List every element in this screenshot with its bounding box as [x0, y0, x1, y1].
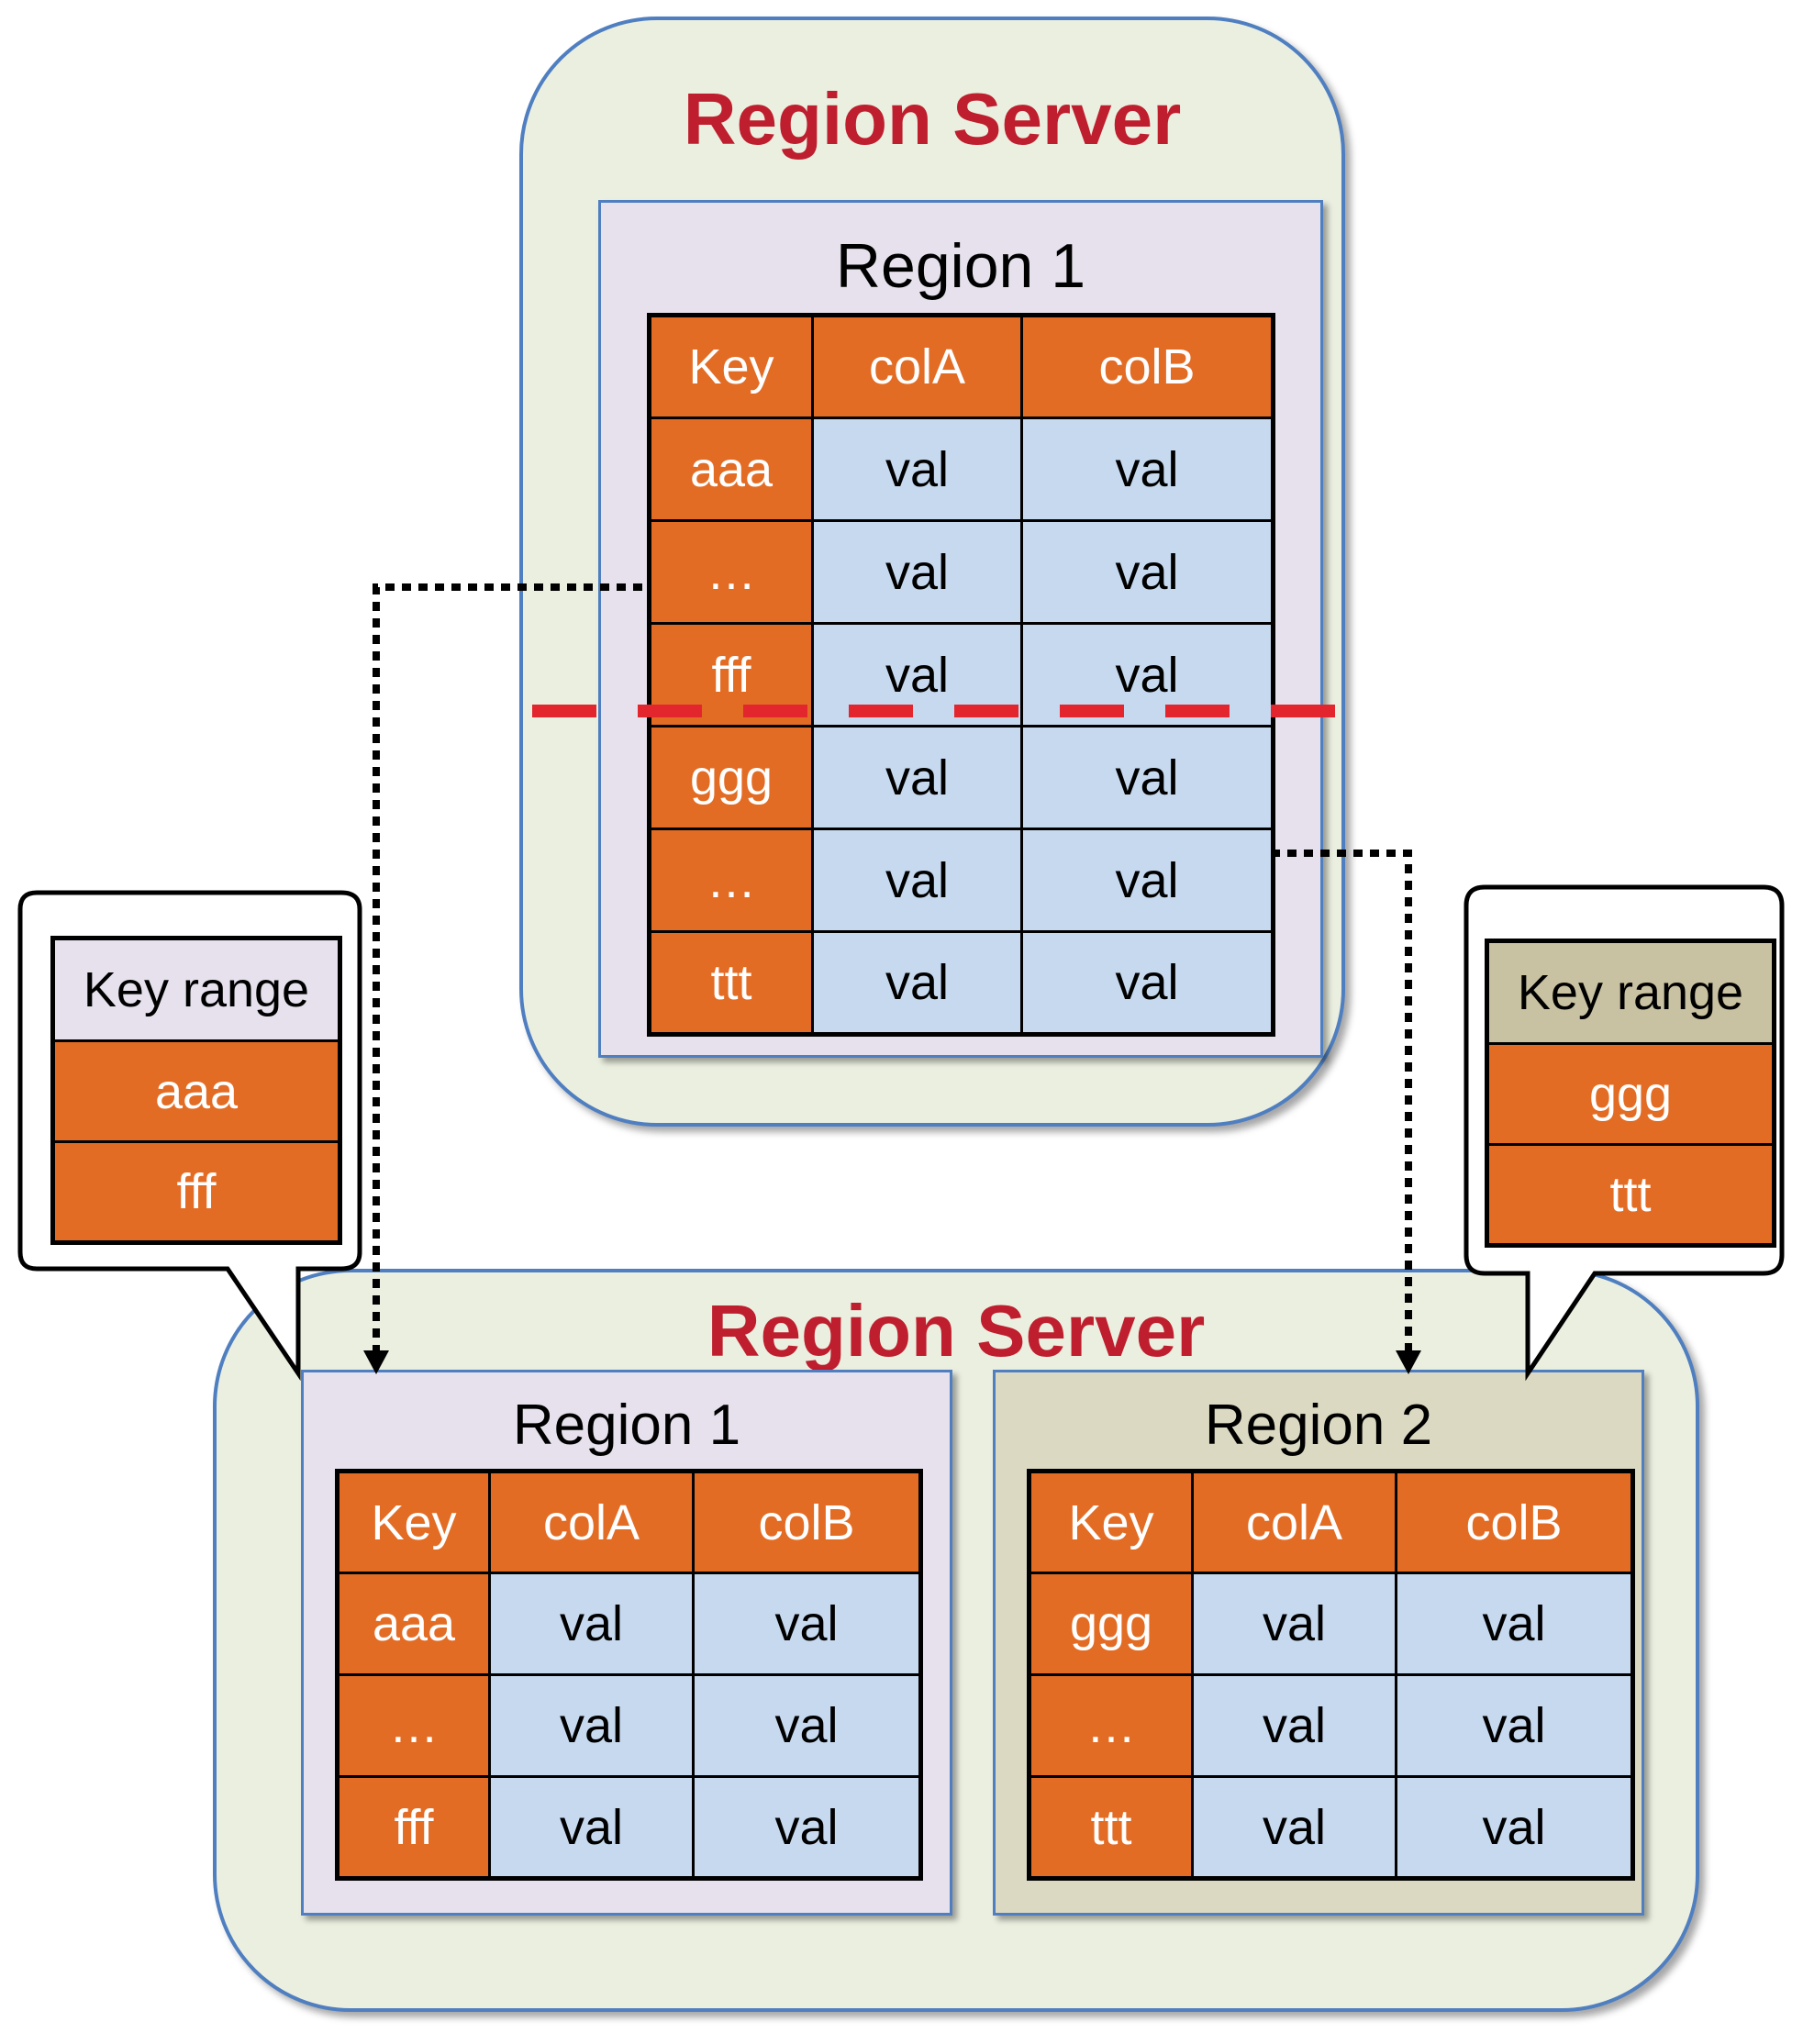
row-cola-value: val: [1191, 1673, 1397, 1778]
key-range-end: fff: [51, 1140, 341, 1244]
header-cola: colA: [488, 1470, 695, 1574]
row-colb-value: val: [692, 1673, 922, 1778]
header-key: Key: [336, 1470, 491, 1574]
row-cola-value: val: [488, 1775, 695, 1880]
row-colb-value: val: [1020, 930, 1274, 1036]
top-region-server: Region Server Region 1 Key colA colB aaa…: [519, 17, 1345, 1127]
top-region-1: Region 1 Key colA colB aaa val val … val…: [598, 200, 1323, 1058]
header-cola: colA: [1191, 1470, 1397, 1574]
header-key: Key: [1028, 1470, 1194, 1574]
header-colb: colB: [692, 1470, 922, 1574]
table-row: ttt val val: [1028, 1775, 1634, 1880]
top-region-1-table: Key colA colB aaa val val … val val fff …: [647, 313, 1275, 1037]
bottom-region-server-title: Region Server: [707, 1290, 1206, 1372]
table-row: ggg val val: [648, 725, 1274, 830]
row-colb-value: val: [1020, 417, 1274, 522]
row-cola-value: val: [811, 519, 1023, 625]
header-colb: colB: [1020, 314, 1274, 419]
bottom-region-2: Region 2 Key colA colB ggg val val … val…: [993, 1370, 1644, 1916]
row-key: …: [648, 828, 814, 933]
row-colb-value: val: [692, 1775, 922, 1880]
row-key: fff: [648, 622, 814, 728]
table-header-row: Key colA colB: [336, 1470, 922, 1574]
key-range-start: aaa: [51, 1039, 341, 1143]
row-cola-value: val: [488, 1673, 695, 1778]
top-region-1-title: Region 1: [835, 231, 1086, 301]
table-header-row: Key colA colB: [1028, 1470, 1634, 1574]
header-cola: colA: [811, 314, 1023, 419]
row-colb-value: val: [1395, 1572, 1634, 1676]
table-row: fff val val: [648, 622, 1274, 728]
row-key: ggg: [648, 725, 814, 830]
row-cola-value: val: [488, 1572, 695, 1676]
row-key: ttt: [648, 930, 814, 1036]
table-row: ttt val val: [648, 930, 1274, 1036]
key-range-start: ggg: [1486, 1042, 1775, 1146]
bottom-region-2-title: Region 2: [1204, 1394, 1433, 1457]
table-row: … val val: [336, 1673, 922, 1778]
row-colb-value: val: [1020, 828, 1274, 933]
key-range-header: Key range: [51, 937, 341, 1042]
table-row: fff val val: [336, 1775, 922, 1880]
key-range-right: Key range ggg ttt: [1485, 939, 1776, 1248]
row-key: ttt: [1028, 1775, 1194, 1880]
bottom-region-1: Region 1 Key colA colB aaa val val … val…: [301, 1370, 952, 1916]
row-cola-value: val: [1191, 1572, 1397, 1676]
row-cola-value: val: [811, 417, 1023, 522]
key-range-end: ttt: [1486, 1143, 1775, 1247]
row-colb-value: val: [1020, 725, 1274, 830]
top-region-server-title: Region Server: [683, 78, 1182, 160]
header-key: Key: [648, 314, 814, 419]
row-colb-value: val: [1395, 1775, 1634, 1880]
row-cola-value: val: [811, 622, 1023, 728]
row-cola-value: val: [1191, 1775, 1397, 1880]
row-cola-value: val: [811, 725, 1023, 830]
table-row: … val val: [648, 519, 1274, 625]
bottom-region-server: Region Server Region 1 Key colA colB aaa…: [213, 1269, 1699, 2012]
bottom-region-1-title: Region 1: [512, 1394, 741, 1457]
row-cola-value: val: [811, 930, 1023, 1036]
row-key: …: [648, 519, 814, 625]
row-key: …: [1028, 1673, 1194, 1778]
header-colb: colB: [1395, 1470, 1634, 1574]
row-cola-value: val: [811, 828, 1023, 933]
row-colb-value: val: [1020, 622, 1274, 728]
row-key: aaa: [336, 1572, 491, 1676]
row-key: ggg: [1028, 1572, 1194, 1676]
table-row: aaa val val: [336, 1572, 922, 1676]
table-row: … val val: [1028, 1673, 1634, 1778]
row-colb-value: val: [1020, 519, 1274, 625]
table-row: aaa val val: [648, 417, 1274, 522]
row-colb-value: val: [1395, 1673, 1634, 1778]
key-range-header: Key range: [1486, 939, 1775, 1045]
row-key: fff: [336, 1775, 491, 1880]
table-row: ggg val val: [1028, 1572, 1634, 1676]
row-key: …: [336, 1673, 491, 1778]
row-colb-value: val: [692, 1572, 922, 1676]
bottom-region-1-table: Key colA colB aaa val val … val val fff …: [335, 1469, 923, 1881]
bottom-region-2-table: Key colA colB ggg val val … val val ttt …: [1027, 1469, 1635, 1881]
table-row: … val val: [648, 828, 1274, 933]
table-header-row: Key colA colB: [648, 314, 1274, 419]
key-range-left: Key range aaa fff: [50, 936, 342, 1245]
row-key: aaa: [648, 417, 814, 522]
